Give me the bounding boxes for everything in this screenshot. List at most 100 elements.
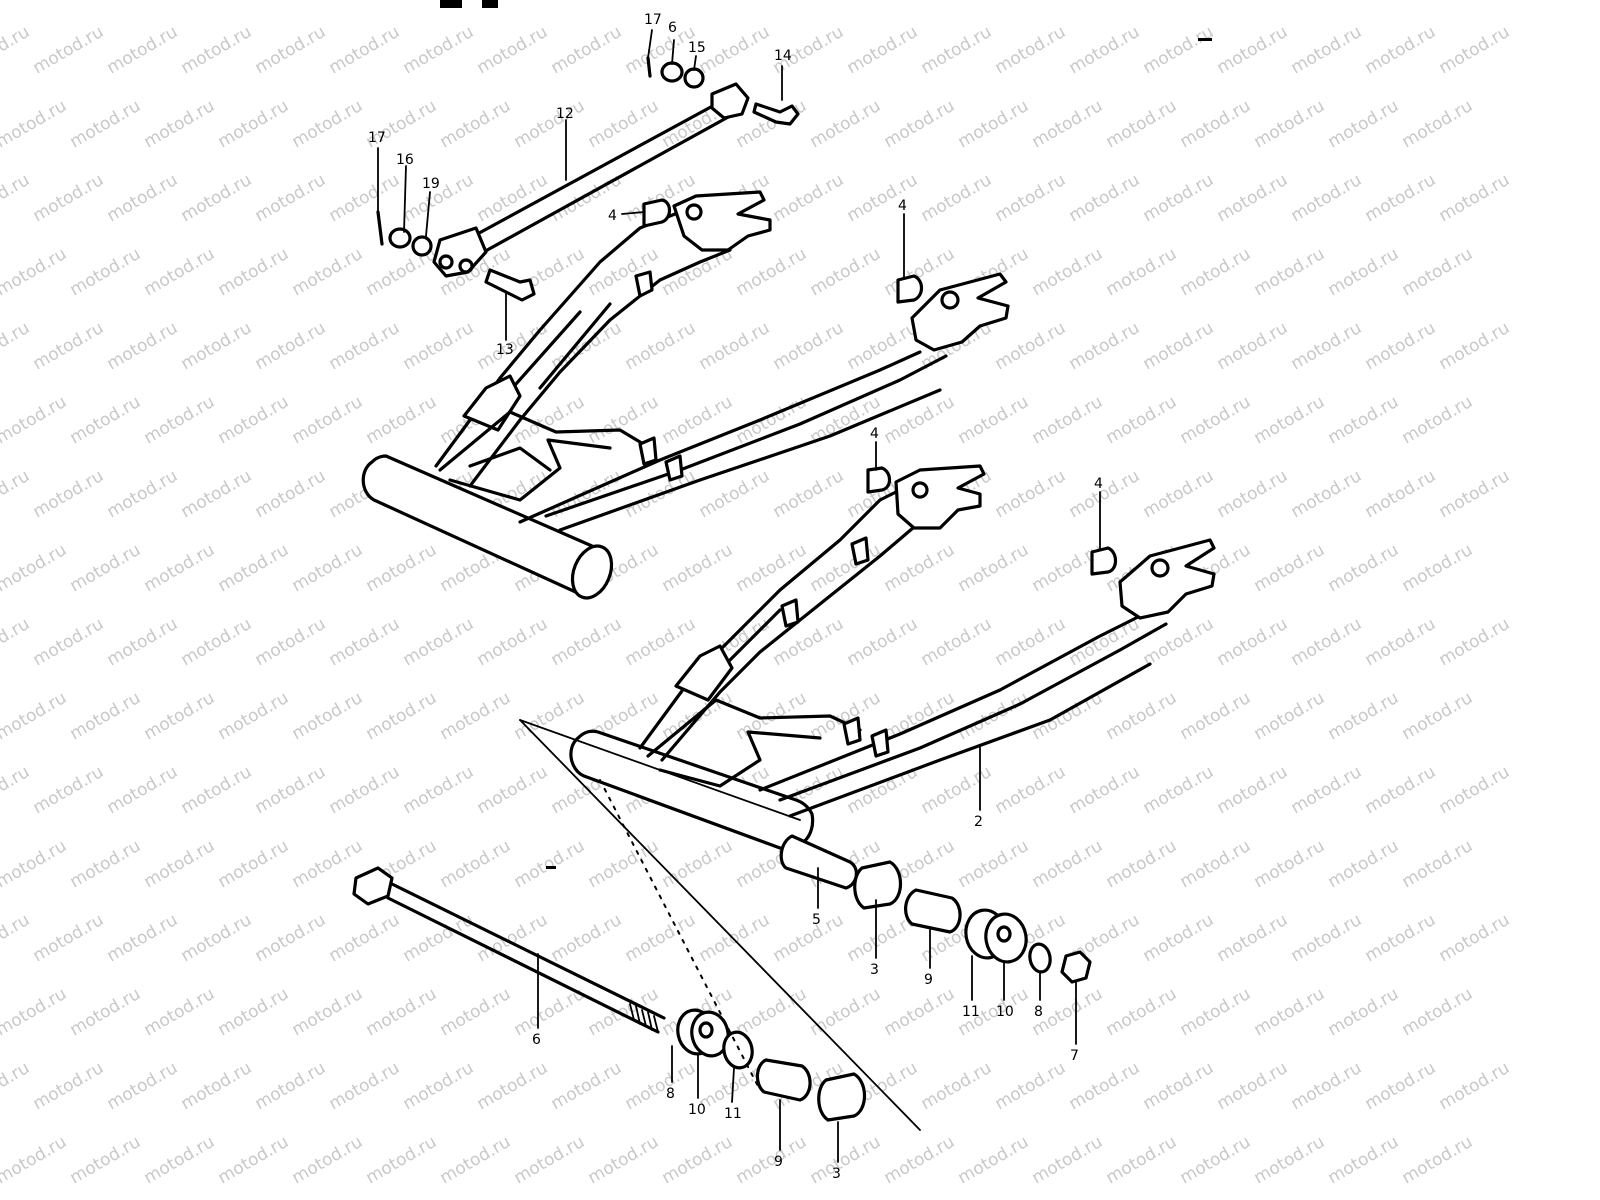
watermark-text: motod.ru bbox=[992, 614, 1070, 670]
watermark-text: motod.ru bbox=[511, 96, 589, 152]
watermark-text: motod.ru bbox=[252, 22, 330, 78]
watermark-text: motod.ru bbox=[0, 984, 70, 1040]
watermark-text: motod.ru bbox=[918, 762, 996, 818]
watermark-text: motod.ru bbox=[955, 0, 1033, 4]
watermark-text: motod.ru bbox=[141, 96, 219, 152]
watermark-text: motod.ru bbox=[1288, 614, 1366, 670]
watermark-text: motod.ru bbox=[363, 540, 441, 596]
watermark-text: motod.ru bbox=[1103, 1132, 1181, 1188]
watermark-text: motod.ru bbox=[1177, 244, 1255, 300]
watermark-text: motod.ru bbox=[0, 910, 33, 966]
callout-4-a: 4 bbox=[608, 208, 617, 224]
watermark-text: motod.ru bbox=[0, 392, 70, 448]
watermark-text: motod.ru bbox=[0, 614, 33, 670]
watermark-text: motod.ru bbox=[0, 1058, 33, 1114]
watermark-text: motod.ru bbox=[437, 836, 515, 892]
watermark-text: motod.ru bbox=[1029, 836, 1107, 892]
watermark-text: motod.ru bbox=[215, 96, 293, 152]
watermark-text: motod.ru bbox=[363, 392, 441, 448]
callout-16: 16 bbox=[396, 152, 414, 168]
watermark-text: motod.ru bbox=[659, 0, 737, 4]
watermark-text: motod.ru bbox=[104, 1058, 182, 1114]
callout-11-left: 11 bbox=[724, 1106, 742, 1122]
watermark-text: motod.ru bbox=[1251, 96, 1329, 152]
watermark-text: motod.ru bbox=[1140, 762, 1218, 818]
pivot-hardware bbox=[352, 860, 1092, 1122]
watermark-text: motod.ru bbox=[178, 1058, 256, 1114]
scan-marks bbox=[440, 0, 1212, 869]
watermark-text: motod.ru bbox=[104, 466, 182, 522]
callout-15: 15 bbox=[688, 40, 706, 56]
watermark-text: motod.ru bbox=[659, 836, 737, 892]
watermark-text: motod.ru bbox=[807, 0, 885, 4]
watermark-text: motod.ru bbox=[511, 688, 589, 744]
watermark-text: motod.ru bbox=[548, 614, 626, 670]
watermark-text: motod.ru bbox=[1140, 466, 1218, 522]
torque-rod-12 bbox=[432, 82, 750, 278]
leader-lines bbox=[377, 29, 1101, 1163]
watermark-text: motod.ru bbox=[1362, 170, 1440, 226]
watermark-text: motod.ru bbox=[363, 688, 441, 744]
watermark-text: motod.ru bbox=[659, 1132, 737, 1188]
watermark-text: motod.ru bbox=[1399, 1132, 1477, 1188]
callout-9-left: 9 bbox=[774, 1154, 783, 1170]
watermark-text: motod.ru bbox=[141, 540, 219, 596]
callout-10-left: 10 bbox=[688, 1102, 706, 1118]
watermark-text: motod.ru bbox=[1362, 1058, 1440, 1114]
watermark-text: motod.ru bbox=[67, 540, 145, 596]
watermark-text: motod.ru bbox=[67, 0, 145, 4]
watermark-text: motod.ru bbox=[30, 22, 108, 78]
upper-hardware bbox=[376, 56, 1118, 576]
watermark-text: motod.ru bbox=[1251, 688, 1329, 744]
watermark-text: motod.ru bbox=[1066, 1058, 1144, 1114]
watermark-text: motod.ru bbox=[1177, 1132, 1255, 1188]
watermark-text: motod.ru bbox=[400, 762, 478, 818]
watermark-text: motod.ru bbox=[252, 910, 330, 966]
watermark-text: motod.ru bbox=[326, 614, 404, 670]
watermark-text: motod.ru bbox=[918, 614, 996, 670]
watermark-layer: motod.rumotod.rumotod.rumotod.rumotod.ru… bbox=[0, 0, 1513, 1188]
watermark-text: motod.ru bbox=[733, 984, 811, 1040]
watermark-text: motod.ru bbox=[918, 22, 996, 78]
watermark-text: motod.ru bbox=[955, 96, 1033, 152]
watermark-text: motod.ru bbox=[252, 318, 330, 374]
watermark-text: motod.ru bbox=[1140, 1058, 1218, 1114]
watermark-text: motod.ru bbox=[1066, 170, 1144, 226]
callout-7: 7 bbox=[1070, 1048, 1079, 1064]
watermark-text: motod.ru bbox=[992, 318, 1070, 374]
watermark-text: motod.ru bbox=[1140, 910, 1218, 966]
watermark-text: motod.ru bbox=[1214, 762, 1292, 818]
watermark-text: motod.ru bbox=[1436, 910, 1514, 966]
watermark-text: motod.ru bbox=[1251, 984, 1329, 1040]
watermark-text: motod.ru bbox=[400, 22, 478, 78]
watermark-text: motod.ru bbox=[0, 318, 33, 374]
watermark-text: motod.ru bbox=[807, 984, 885, 1040]
watermark-text: motod.ru bbox=[30, 1058, 108, 1114]
watermark-text: motod.ru bbox=[474, 22, 552, 78]
watermark-text: motod.ru bbox=[585, 96, 663, 152]
watermark-text: motod.ru bbox=[104, 170, 182, 226]
callout-10-right: 10 bbox=[996, 1004, 1014, 1020]
watermark-text: motod.ru bbox=[326, 910, 404, 966]
watermark-text: motod.ru bbox=[1288, 170, 1366, 226]
watermark-text: motod.ru bbox=[1103, 836, 1181, 892]
watermark-text: motod.ru bbox=[1399, 0, 1477, 4]
watermark-text: motod.ru bbox=[696, 466, 774, 522]
watermark-text: motod.ru bbox=[1362, 318, 1440, 374]
watermark-text: motod.ru bbox=[881, 0, 959, 4]
watermark-text: motod.ru bbox=[733, 1132, 811, 1188]
watermark-text: motod.ru bbox=[363, 1132, 441, 1188]
watermark-text: motod.ru bbox=[437, 1132, 515, 1188]
watermark-text: motod.ru bbox=[992, 466, 1070, 522]
watermark-text: motod.ru bbox=[289, 540, 367, 596]
watermark-text: motod.ru bbox=[1436, 22, 1514, 78]
watermark-text: motod.ru bbox=[955, 392, 1033, 448]
watermark-text: motod.ru bbox=[326, 1058, 404, 1114]
watermark-text: motod.ru bbox=[1288, 466, 1366, 522]
watermark-text: motod.ru bbox=[141, 688, 219, 744]
watermark-text: motod.ru bbox=[141, 1132, 219, 1188]
watermark-text: motod.ru bbox=[1362, 22, 1440, 78]
watermark-text: motod.ru bbox=[696, 910, 774, 966]
watermark-text: motod.ru bbox=[807, 244, 885, 300]
watermark-text: motod.ru bbox=[1362, 762, 1440, 818]
